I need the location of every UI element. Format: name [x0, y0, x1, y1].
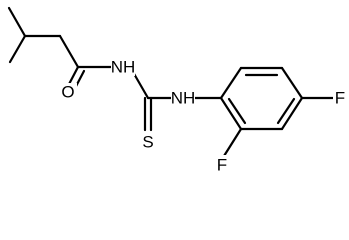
amide-nitrogen-label-background [111, 58, 135, 76]
aryl-nitrogen-label: NH [171, 89, 196, 108]
thione-sulfur-label-background [139, 132, 157, 152]
amide-oxygen-label: O [61, 83, 74, 102]
bond-methyl-left-to-branch-carbon [8, 34, 27, 64]
bond-ring-to-ortho-fluorine [222, 127, 243, 158]
molecular-structure-diagram: O NH S NH F F [7, 6, 347, 175]
ortho-fluorine-label: F [217, 156, 227, 175]
amide-oxygen-label-background [59, 83, 77, 101]
bond-methyl-top-to-branch-carbon [7, 6, 27, 38]
ring-bond-c3-c4 [280, 66, 304, 100]
ortho-fluorine-label-background [214, 155, 230, 175]
ring-double-bond-lower-left [227, 97, 247, 125]
aryl-nitrogen-label-background [171, 89, 195, 107]
amide-nitrogen-label: NH [111, 58, 136, 77]
ring-bond-c6-c1 [219, 96, 243, 131]
para-fluorine-label-background [333, 89, 347, 107]
ring-double-bond-lower-right [276, 97, 296, 125]
ring-bond-c4-c5 [280, 96, 304, 131]
bond-methylene-to-carbonyl-carbon [58, 34, 80, 69]
para-fluorine-label: F [335, 89, 345, 108]
bond-amide-nitrogen-to-thiocarbonyl-carbon [131, 70, 150, 100]
thione-sulfur-label: S [142, 133, 153, 152]
ring-bond-c1-c2 [219, 66, 243, 100]
